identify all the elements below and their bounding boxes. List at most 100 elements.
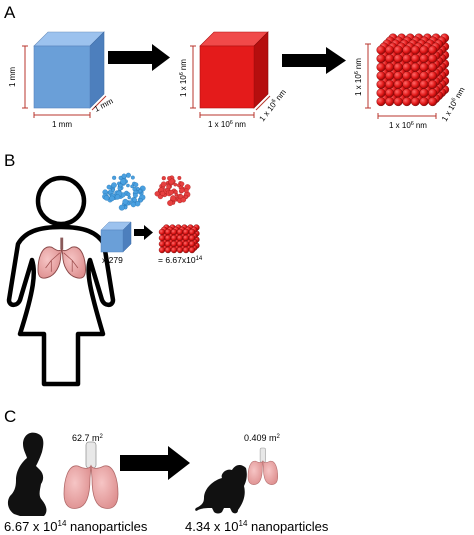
molecule-atom	[122, 198, 129, 205]
nanoparticle-sphere	[410, 97, 420, 107]
molecule-atom	[160, 190, 166, 196]
nanoparticle-sphere	[410, 88, 420, 98]
nanoparticle-sphere	[158, 246, 166, 254]
nanoparticle-sphere	[428, 79, 438, 89]
red-cube-dimensions	[190, 45, 271, 118]
panel-letter-c: C	[4, 407, 16, 426]
nanoparticle-sphere	[428, 71, 438, 81]
nanoparticle-sphere	[385, 71, 395, 81]
molecule-atom	[103, 195, 110, 201]
small-blue-cube	[100, 221, 132, 253]
pregnant-woman-silhouette-icon	[7, 432, 47, 516]
nanoparticle-sphere	[376, 97, 386, 107]
blue-molecule-cluster	[102, 172, 146, 211]
molecule-atom	[127, 195, 132, 200]
nanoparticle-cube-dimensions	[365, 43, 437, 119]
woman-outline-icon	[6, 175, 116, 387]
arrow-3	[134, 225, 153, 240]
arrow-1	[108, 44, 170, 71]
nanoparticle-sphere	[419, 62, 429, 72]
molecule-atom	[134, 201, 141, 207]
nanoparticle-sphere	[419, 45, 429, 55]
molecule-atom	[130, 184, 134, 189]
molecule-atom	[138, 189, 143, 194]
nanoparticle-sphere	[393, 97, 403, 107]
nanoparticle-sphere	[385, 45, 395, 55]
molecule-atom	[114, 194, 121, 200]
blue-cube-dimensions	[22, 45, 107, 118]
nanoparticle-sphere	[188, 246, 196, 254]
nanoparticle-sphere	[188, 234, 196, 242]
panel-a: A 1 mm 1 mm 1 mm	[4, 3, 467, 130]
nanoparticle-sphere	[402, 45, 412, 55]
molecule-atom	[161, 176, 166, 181]
molecule-atom	[180, 197, 187, 203]
nanoparticle-total-label: = 6.67x1014	[158, 255, 203, 265]
nanoparticle-sphere	[419, 79, 429, 89]
panel-letter-a: A	[4, 3, 16, 22]
nanoparticle-cube	[376, 33, 450, 107]
nanoparticle-sphere	[393, 88, 403, 98]
small-nanoparticle-cube	[158, 224, 200, 254]
molecule-atom	[170, 195, 176, 201]
nanoparticle-sphere	[170, 228, 178, 236]
molecule-atom	[135, 186, 140, 191]
rat-silhouette-icon	[195, 464, 247, 514]
molecule-atom	[111, 182, 117, 188]
rat-nanoparticle-count: 4.34 x 1014 nanoparticles	[185, 519, 329, 534]
arrow-4	[120, 446, 190, 480]
nanoparticle-sphere	[158, 228, 166, 236]
molecule-atom	[130, 175, 135, 180]
nanoparticle-sphere	[428, 97, 438, 107]
molecule-atom	[126, 192, 131, 197]
nanoparticle-sphere	[376, 62, 386, 72]
molecule-atom	[106, 184, 112, 190]
nanoparticle-sphere	[164, 234, 172, 242]
nanoparticle-sphere	[158, 234, 166, 242]
nanoparticle-sphere	[410, 62, 420, 72]
nanoparticle-sphere	[419, 71, 429, 81]
nanoparticle-sphere	[419, 88, 429, 98]
molecule-atom	[167, 200, 174, 206]
nanoparticle-sphere	[410, 71, 420, 81]
molecule-atom	[118, 204, 125, 211]
human-lungs-icon	[63, 441, 119, 509]
rat-lung-area-label: 0.409 m2	[244, 433, 281, 443]
lungs-icon	[37, 237, 86, 279]
human-nanoparticle-count: 6.67 x 1014 nanoparticles	[4, 519, 148, 534]
nanoparticle-sphere	[385, 88, 395, 98]
blue-cube-height-label: 1 mm	[8, 67, 17, 87]
molecule-atom	[154, 191, 160, 197]
nanoparticle-sphere	[428, 54, 438, 64]
nanoparticle-sphere	[393, 54, 403, 64]
nanoparticle-sphere	[376, 79, 386, 89]
molecule-atom	[173, 182, 178, 187]
nanoparticle-sphere	[164, 246, 172, 254]
nanoparticle-sphere	[385, 97, 395, 107]
nanoparticle-sphere	[182, 246, 190, 254]
rat-lungs-icon	[247, 447, 278, 485]
red-cube-height-label: 1 x 106nm	[179, 59, 188, 97]
human-lung-area-label: 62.7 m2	[72, 433, 104, 443]
molecule-atom	[132, 193, 138, 198]
cube-count-label: x 279	[102, 255, 123, 265]
nanoparticle-sphere	[376, 54, 386, 64]
molecule-atom	[183, 188, 189, 194]
nanoparticle-sphere	[428, 45, 438, 55]
nanoparticle-sphere	[385, 79, 395, 89]
molecule-atom	[160, 181, 167, 188]
nanoparticle-sphere	[410, 54, 420, 64]
panel-letter-b: B	[4, 151, 15, 170]
nanoparticle-sphere	[402, 54, 412, 64]
nanoparticle-sphere	[376, 45, 386, 55]
red-molecule-cluster	[154, 175, 191, 206]
nanoparticle-sphere	[393, 71, 403, 81]
panel-b: B x 279 = 6.67x1014	[4, 151, 203, 387]
molecule-atom	[179, 181, 185, 187]
molecule-atom	[125, 172, 131, 178]
nanoparticle-sphere	[176, 228, 184, 236]
nanoparticle-sphere	[393, 79, 403, 89]
red-cube	[199, 31, 269, 109]
molecule-atom	[109, 195, 115, 202]
